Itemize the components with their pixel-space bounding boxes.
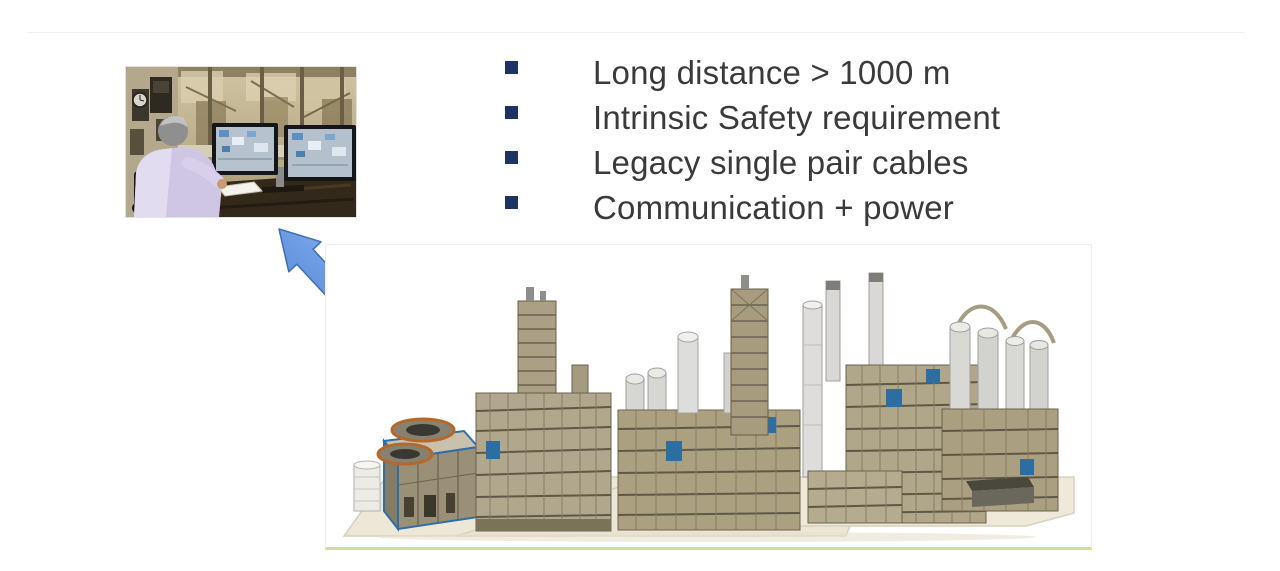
dark-roof-building (966, 477, 1034, 491)
bullet-item: Legacy single pair cables (505, 140, 1000, 185)
cooling-unit (376, 417, 480, 532)
left-monitor-icon (212, 123, 278, 175)
operator (132, 116, 227, 217)
blue-vessel (1020, 459, 1034, 475)
cooling-unit-pumps (404, 493, 455, 517)
white-column (802, 304, 823, 478)
bullet-square-icon (505, 151, 518, 164)
right-monitor-icon (284, 125, 356, 181)
process-structure-center (617, 331, 801, 531)
bullet-square-icon (505, 196, 518, 209)
bullet-item-text: Legacy single pair cables (593, 144, 969, 181)
bullet-square-icon (505, 106, 518, 119)
bullet-item-text: Intrinsic Safety requirement (593, 99, 1001, 136)
control-room-photo (126, 67, 356, 217)
plant-illustration (342, 272, 1075, 542)
blue-vessel (666, 441, 682, 461)
silo-stack (353, 460, 381, 512)
bullet-item-text: Communication + power (593, 189, 954, 226)
monitors (212, 123, 356, 197)
bullet-item: Intrinsic Safety requirement (505, 95, 1000, 140)
bullet-list: Long distance > 1000 m Intrinsic Safety … (505, 50, 1000, 230)
bullet-item-text: Long distance > 1000 m (593, 54, 951, 91)
hand (217, 179, 227, 189)
bullet-item: Communication + power (505, 185, 1000, 230)
chimneys (802, 272, 884, 478)
distillation-column (677, 336, 699, 414)
pipe-arc (954, 304, 1008, 330)
blue-vessel (886, 389, 902, 407)
paper-icon (217, 181, 263, 197)
chimney-icon (825, 280, 841, 382)
process-structure-left (475, 287, 612, 532)
low-structures (807, 470, 1034, 524)
slide-top-divider (28, 32, 1245, 33)
pipe-arc (1008, 320, 1056, 344)
blue-vessel (926, 369, 940, 383)
blue-vessel (486, 441, 500, 459)
plant-render-image (325, 244, 1092, 550)
control-room-illustration (126, 67, 356, 217)
lattice-tower (730, 275, 769, 436)
bullet-item: Long distance > 1000 m (505, 50, 1000, 95)
bullet-square-icon (505, 61, 518, 74)
